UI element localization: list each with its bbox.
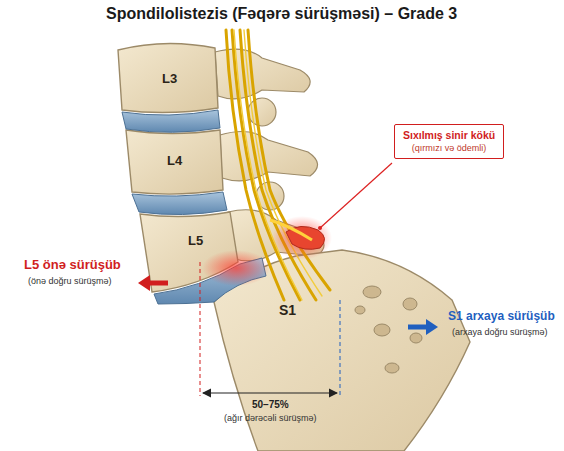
callout-note: (qırmızı və ödemli) bbox=[403, 143, 495, 155]
vertebra-l4 bbox=[126, 130, 223, 194]
shift-label: L5 önə sürüşüb bbox=[24, 258, 121, 273]
vertebra-label: L5 bbox=[188, 233, 203, 248]
vertebra-label-area: S1 bbox=[279, 302, 296, 318]
vertebra-l3 bbox=[118, 43, 218, 112]
dimension-note: (ağır dərəcəli sürüşmə) bbox=[224, 413, 317, 423]
callout-heading: Sıxılmış sinir kökü bbox=[403, 129, 495, 143]
dimension-value: 50–75% bbox=[252, 399, 289, 411]
shift-note: (arxaya doğru sürüşmə) bbox=[452, 327, 548, 337]
vertebra-label: L3 bbox=[162, 71, 177, 86]
vertebra-label: L4 bbox=[167, 153, 182, 168]
shift-label: S1 arxaya sürüşüb bbox=[448, 310, 555, 324]
vertebra-label-area: L3 bbox=[162, 71, 177, 86]
vertebra-label-area: L5 bbox=[188, 233, 203, 248]
shift-note: (önə doğru sürüşmə) bbox=[28, 276, 112, 286]
callout-box: Sıxılmış sinir kökü(qırmızı və ödemli) bbox=[394, 124, 504, 159]
vertebra-label-area: L4 bbox=[167, 153, 182, 168]
title: Spondilolistezis (Fəqərə sürüşməsi) – Gr… bbox=[106, 5, 457, 23]
vertebra-label: S1 bbox=[279, 302, 296, 318]
